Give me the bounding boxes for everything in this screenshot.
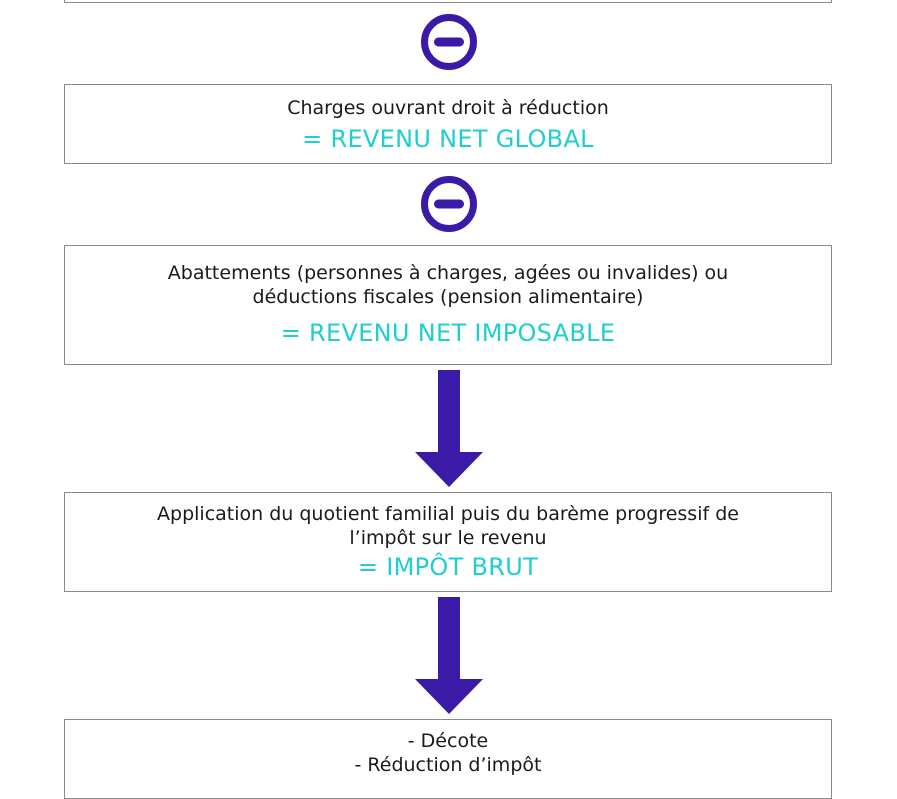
step-box-revenu-net-imposable: Abattements (personnes à charges, agées …	[64, 245, 832, 365]
arrow-down-icon	[415, 597, 483, 714]
previous-step-box	[64, 0, 832, 3]
step-label: Application du quotient familial puis du…	[157, 503, 739, 549]
minus-circle-icon	[421, 176, 477, 232]
step-box-revenu-net-global: Charges ouvrant droit à réduction = REVE…	[64, 84, 832, 164]
arrow-down-icon	[415, 370, 483, 487]
step-result: = REVENU NET GLOBAL	[302, 125, 594, 153]
step-result: = IMPÔT BRUT	[357, 553, 539, 581]
step-box-impot-brut: Application du quotient familial puis du…	[64, 492, 832, 592]
minus-circle-icon	[421, 14, 477, 70]
step-label: - Décote - Réduction d’impôt	[354, 730, 542, 776]
step-box-decote-reduction: - Décote - Réduction d’impôt	[64, 719, 832, 799]
step-label: Abattements (personnes à charges, agées …	[167, 262, 729, 308]
step-result: = REVENU NET IMPOSABLE	[280, 319, 616, 347]
step-label: Charges ouvrant droit à réduction	[287, 97, 609, 119]
